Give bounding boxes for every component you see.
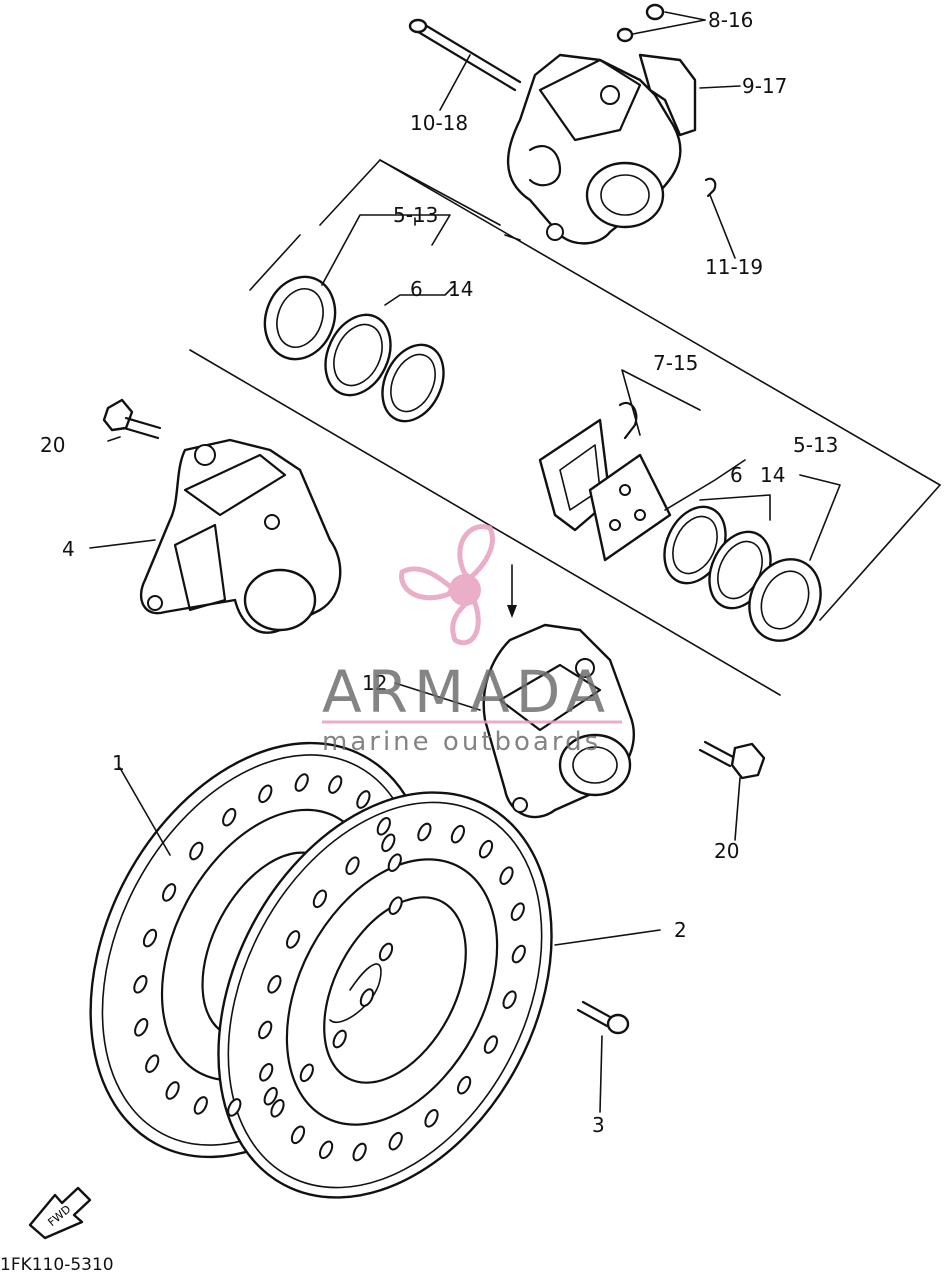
caliper-assembly-left: [139, 438, 342, 634]
pad-clip: [704, 177, 717, 198]
vent-hole: [502, 990, 517, 1009]
vent-hole: [270, 1099, 285, 1118]
vent-hole: [318, 1140, 334, 1160]
callout-20-left: 20: [40, 433, 65, 457]
forward-arrow: FWD: [28, 1186, 92, 1240]
vent-hole: [417, 822, 432, 842]
vent-hole: [259, 1063, 274, 1082]
vent-hole: [510, 902, 525, 921]
vent-hole: [299, 1063, 314, 1083]
vent-hole: [381, 833, 396, 853]
vent-hole: [387, 853, 402, 872]
callout-4: 4: [62, 537, 75, 561]
seal-upper-a: [324, 313, 392, 397]
mounting-bolt-left: [102, 398, 162, 440]
vent-hole: [294, 773, 309, 792]
callout-7-15: 7-15: [653, 351, 698, 375]
vent-hole: [133, 975, 148, 994]
vent-hole: [483, 1035, 499, 1054]
vent-hole: [328, 775, 343, 794]
callout-20-right: 20: [714, 839, 739, 863]
callout-5-13-upper: 5-13: [393, 203, 438, 227]
vent-hole: [161, 883, 177, 902]
callout-1: 1: [112, 751, 125, 775]
callout-12: 12: [362, 671, 387, 695]
vent-hole: [499, 866, 514, 885]
vent-hole: [478, 839, 494, 859]
callout-10-18: 10-18: [410, 111, 468, 135]
piston-upper: [263, 275, 337, 361]
vent-hole: [388, 896, 403, 915]
seal-right-a: [663, 505, 727, 585]
brake-disc-2: [217, 791, 553, 1199]
vent-hole: [356, 790, 371, 809]
vent-hole: [450, 824, 466, 844]
callout-11-19: 11-19: [705, 255, 763, 279]
callout-3: 3: [592, 1113, 605, 1137]
vent-hole: [511, 944, 526, 964]
vent-hole: [290, 1125, 306, 1145]
vent-hole: [227, 1098, 242, 1117]
vent-hole: [142, 928, 158, 948]
vent-hole: [165, 1081, 180, 1100]
vent-hole: [352, 1142, 367, 1162]
callout-5-13-right: 5-13: [793, 433, 838, 457]
callout-14-right: 14: [760, 463, 785, 487]
brake-pad-b: [588, 453, 672, 562]
vent-hole: [424, 1109, 439, 1128]
watermark-name: ARMADA: [322, 658, 611, 726]
watermark-logo: ARMADA marine outboards: [322, 524, 622, 757]
mounting-bolt-right: [698, 740, 766, 780]
vent-hole: [345, 856, 360, 875]
seal-upper-b: [381, 343, 445, 423]
callout-8-16: 8-16: [708, 8, 753, 32]
disc-bolt: [576, 1000, 630, 1035]
upper-caliper: [506, 53, 697, 245]
callout-14-upper: 14: [448, 277, 473, 301]
vent-hole: [378, 942, 394, 962]
vent-hole: [359, 988, 375, 1007]
vent-hole: [193, 1096, 208, 1115]
vent-hole: [263, 1086, 278, 1106]
propeller-icon: [399, 524, 495, 646]
vent-hole: [376, 817, 391, 836]
bleed-screw-cap: [616, 3, 665, 43]
vent-hole: [332, 1029, 347, 1049]
vent-hole: [456, 1075, 472, 1095]
vent-hole: [258, 784, 273, 804]
piston-right: [748, 558, 822, 642]
vent-hole: [222, 807, 237, 827]
diagram-code: 1FK110-5310: [0, 1255, 114, 1272]
vent-hole: [258, 1020, 273, 1040]
vent-hole: [285, 930, 301, 949]
pad-shim: [618, 401, 638, 440]
vent-hole: [134, 1018, 149, 1037]
callout-2: 2: [674, 918, 687, 942]
vent-hole: [145, 1054, 160, 1073]
leader-lines: [89, 11, 841, 1113]
vent-hole: [312, 889, 328, 909]
callout-9-17: 9-17: [742, 74, 787, 98]
callout-6-right: 6: [730, 463, 743, 487]
vent-hole: [189, 841, 204, 861]
caliper-bolt-upper: [408, 18, 522, 92]
vent-hole: [388, 1131, 403, 1151]
disc-vent-holes: [133, 773, 526, 1162]
callout-6-upper: 6: [410, 277, 423, 301]
watermark-tagline: marine outboards: [322, 727, 601, 757]
vent-hole: [267, 975, 282, 994]
